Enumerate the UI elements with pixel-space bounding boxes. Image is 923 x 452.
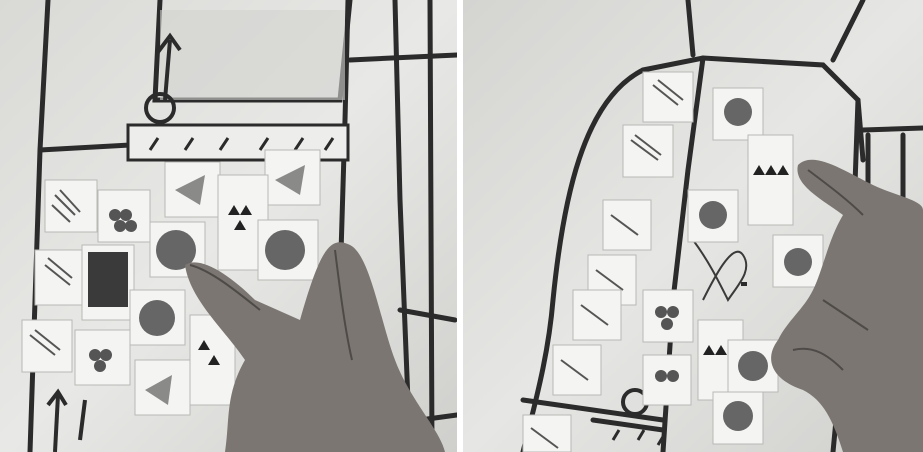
card-pumpkin — [713, 88, 763, 140]
card-wheat — [45, 180, 97, 232]
card-wheat-5 — [573, 290, 621, 340]
card-melon — [728, 340, 778, 392]
photo-icon — [88, 252, 128, 307]
melon-icon — [265, 230, 305, 270]
card-wheat-6 — [553, 345, 601, 395]
melon-icon — [723, 401, 753, 431]
card-grapes-2 — [75, 330, 130, 385]
card-photo — [82, 245, 134, 320]
card-melon-3 — [130, 290, 185, 345]
card-wheat-7 — [523, 415, 571, 452]
shaded-region — [160, 10, 345, 100]
card-wheat-3 — [22, 320, 72, 372]
card-grapes-2 — [643, 355, 691, 405]
card-grapes — [98, 190, 150, 242]
pumpkin-icon — [784, 248, 812, 276]
photo-right-panel — [463, 0, 923, 452]
card-onion — [165, 162, 220, 217]
right-photo-scene — [463, 0, 923, 452]
card-pumpkin-3 — [773, 235, 823, 287]
pumpkin-icon — [724, 98, 752, 126]
card-wheat-2 — [623, 125, 673, 177]
melon-icon — [139, 300, 175, 336]
melon-icon — [738, 351, 768, 381]
card-tree — [748, 135, 793, 225]
card-melon-2 — [713, 392, 763, 444]
photo-left-panel — [0, 0, 457, 452]
card-wheat-3 — [603, 200, 651, 250]
card-onion-2 — [265, 150, 320, 205]
card-onion-3 — [135, 360, 190, 415]
card-melon-2 — [258, 220, 318, 280]
tree-icon — [753, 165, 789, 175]
pumpkin-icon — [699, 201, 727, 229]
small-mark — [741, 282, 747, 286]
card-wheat-2 — [35, 250, 85, 305]
left-photo-scene — [0, 0, 457, 452]
card-pumpkin-2 — [688, 190, 738, 242]
card-wheat — [643, 72, 693, 122]
card-grapes — [643, 290, 693, 342]
